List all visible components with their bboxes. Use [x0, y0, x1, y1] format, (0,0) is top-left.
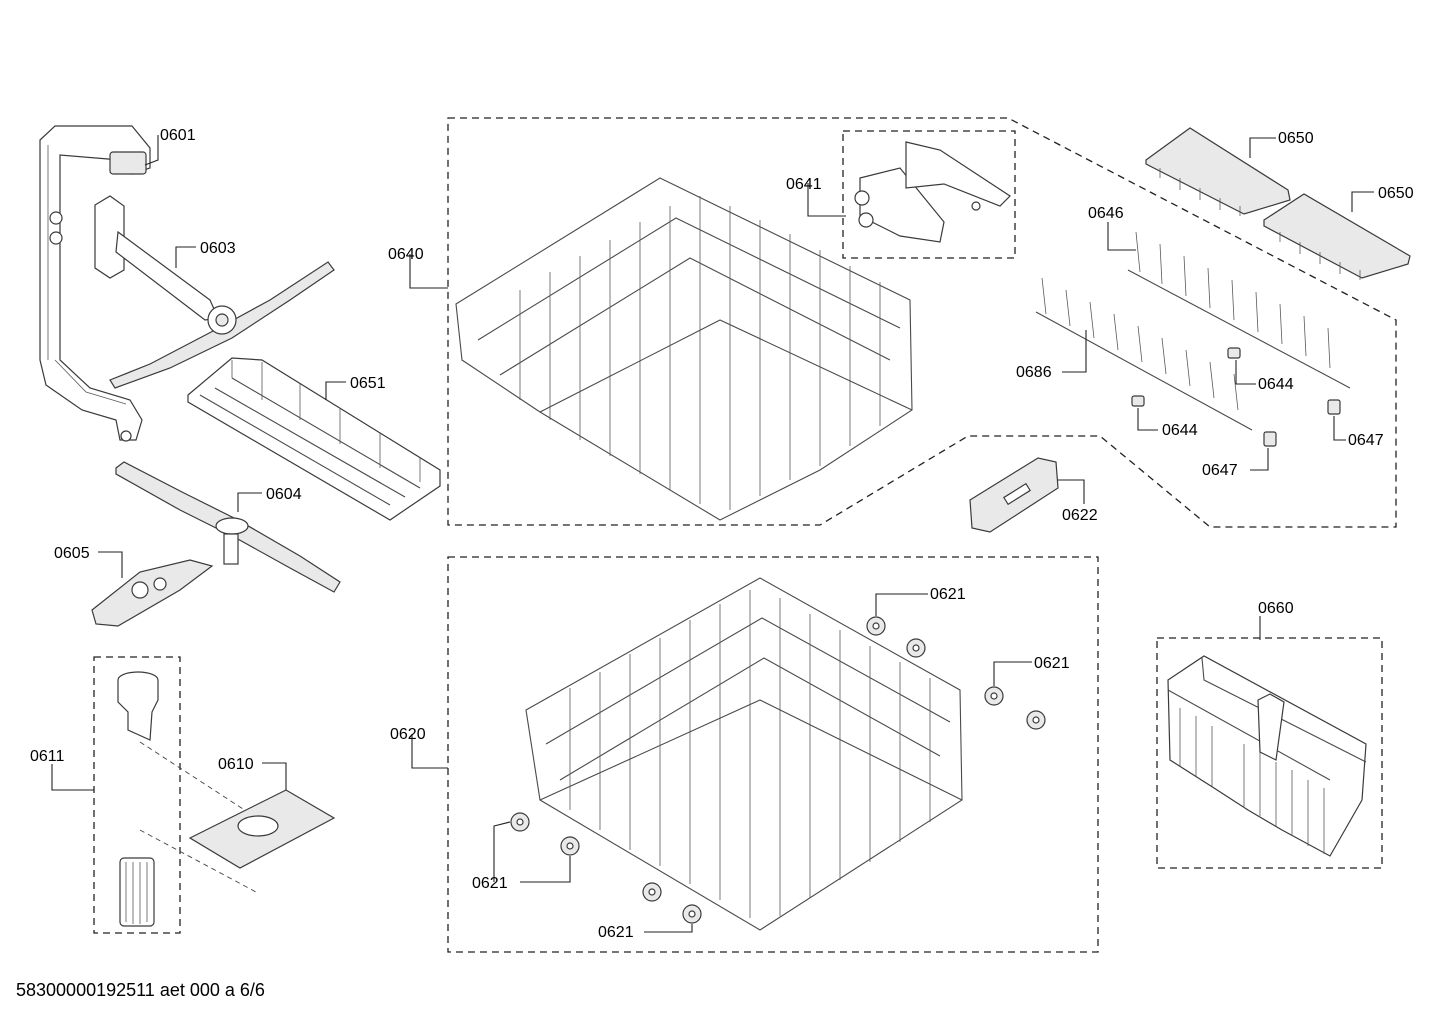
label-0650-upper: 0650	[1278, 130, 1314, 147]
label-0621-top-right: 0621	[1034, 655, 1070, 672]
lower-basket-part	[525, 577, 963, 931]
label-0605: 0605	[54, 545, 90, 562]
cup-shelf-part-1	[1145, 127, 1291, 216]
lower-rack-group-frame	[447, 556, 1099, 953]
cutlery-basket-part	[1167, 655, 1367, 857]
label-0622: 0622	[1062, 507, 1098, 524]
rack-adjuster-group-frame	[842, 130, 1016, 259]
label-0686: 0686	[1016, 364, 1052, 381]
label-0660: 0660	[1258, 600, 1294, 617]
cutlery-basket-group-frame	[1156, 637, 1383, 869]
document-id: 58300000192511 aet 000 a 6/6	[16, 980, 265, 1000]
label-0621-bottom-center: 0621	[598, 924, 634, 941]
upper-spray-arm-part	[94, 195, 335, 389]
sieve-cover-part	[91, 559, 214, 627]
flat-filter-part	[188, 789, 336, 869]
rack-adjuster-part	[854, 141, 1011, 243]
label-0651: 0651	[350, 375, 386, 392]
label-0650-lower: 0650	[1378, 185, 1414, 202]
label-0646: 0646	[1088, 205, 1124, 222]
label-0647-right: 0647	[1348, 432, 1384, 449]
label-0603: 0603	[200, 240, 236, 257]
label-0641: 0641	[786, 176, 822, 193]
cup-shelf-part-2	[1263, 193, 1411, 280]
label-0611: 0611	[30, 748, 65, 765]
handle-part	[969, 457, 1059, 533]
label-0644-right: 0644	[1258, 376, 1294, 393]
wheel-part	[510, 616, 1046, 924]
filter-group-frame	[93, 656, 181, 934]
upper-basket-part	[455, 177, 913, 521]
label-0621-bottom-left: 0621	[472, 875, 508, 892]
tray-part	[187, 357, 441, 521]
label-0647-left: 0647	[1202, 462, 1238, 479]
filter-assembly-part	[117, 671, 261, 927]
label-0601: 0601	[160, 127, 196, 144]
clip-part-0644-b	[1131, 395, 1145, 407]
label-0621-top-left: 0621	[930, 586, 966, 603]
label-0644-left: 0644	[1162, 422, 1198, 439]
tine-row-part-0686	[1035, 277, 1253, 431]
label-0620: 0620	[390, 726, 426, 743]
label-0610: 0610	[218, 756, 254, 773]
supply-pipe-part	[39, 125, 151, 442]
label-0604: 0604	[266, 486, 302, 503]
leader-lines	[51, 135, 1374, 933]
tine-row-part-0646	[1127, 231, 1351, 389]
clip-part-0644-a	[1227, 347, 1241, 359]
clip-part-0647-a	[1327, 399, 1341, 415]
label-0640: 0640	[388, 246, 424, 263]
clip-part-0647-b	[1263, 431, 1277, 447]
lower-spray-arm-part	[115, 461, 341, 593]
